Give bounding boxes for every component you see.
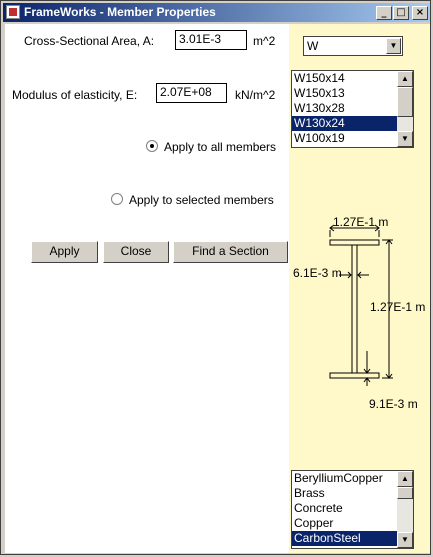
section-list-item[interactable]: W130x24 xyxy=(292,116,413,131)
close-button[interactable]: Close xyxy=(103,241,169,263)
window-title: FrameWorks - Member Properties xyxy=(24,5,216,19)
section-list-scrollbar[interactable]: ▲ ▼ xyxy=(397,71,413,147)
area-label: Cross-Sectional Area, A: xyxy=(24,34,155,48)
scroll-down-icon[interactable]: ▼ xyxy=(397,131,413,147)
content-area: Cross-Sectional Area, A: 3.01E-3 m^2 Mod… xyxy=(5,24,430,553)
section-list-item[interactable]: W130x28 xyxy=(294,101,345,115)
section-type-value: W xyxy=(307,39,319,53)
close-icon[interactable]: × xyxy=(412,6,428,20)
maximize-icon[interactable]: □ xyxy=(393,6,409,20)
apply-selected-label: Apply to selected members xyxy=(129,193,274,207)
material-list-item[interactable]: Brass xyxy=(294,486,325,500)
depth-label: 1.27E-1 m xyxy=(370,300,426,314)
area-field[interactable]: 3.01E-3 xyxy=(175,30,247,50)
modulus-label: Modulus of elasticity, E: xyxy=(12,88,138,102)
app-icon xyxy=(6,5,20,19)
i-beam-diagram xyxy=(329,224,393,386)
find-section-button[interactable]: Find a Section xyxy=(173,241,288,263)
web-thickness-label: 6.1E-3 m xyxy=(293,266,342,280)
material-list-scrollbar[interactable]: ▲ ▼ xyxy=(397,471,413,548)
minimize-icon[interactable]: _ xyxy=(376,6,392,20)
scroll-up-icon[interactable]: ▲ xyxy=(397,71,413,87)
flange-width-label: 1.27E-1 m xyxy=(333,215,389,229)
dropdown-arrow-icon[interactable]: ▼ xyxy=(386,38,401,54)
apply-all-radio[interactable] xyxy=(146,140,158,152)
top-flange xyxy=(329,239,380,246)
section-list-item[interactable]: W100x19 xyxy=(294,131,345,145)
material-list-item[interactable]: Concrete xyxy=(294,501,343,515)
scroll-thumb[interactable] xyxy=(397,487,413,499)
section-list-item[interactable]: W150x13 xyxy=(294,86,345,100)
area-unit: m^2 xyxy=(253,34,276,48)
material-list-item[interactable]: BerylliumCopper xyxy=(294,471,383,485)
scroll-down-icon[interactable]: ▼ xyxy=(397,532,413,548)
apply-selected-radio[interactable] xyxy=(111,193,123,205)
section-list-item[interactable]: W150x14 xyxy=(294,71,345,85)
modulus-unit: kN/m^2 xyxy=(235,88,276,102)
material-list-item[interactable]: Copper xyxy=(294,516,334,530)
apply-all-label: Apply to all members xyxy=(164,140,277,154)
flange-thickness-label: 9.1E-3 m xyxy=(369,397,418,411)
scroll-thumb[interactable] xyxy=(397,87,413,117)
material-list-item[interactable]: CarbonSteel xyxy=(292,531,413,546)
title-bar[interactable]: FrameWorks - Member Properties _ □ × xyxy=(3,3,430,22)
apply-button[interactable]: Apply xyxy=(31,241,98,263)
section-type-select[interactable]: W ▼ xyxy=(303,36,403,56)
modulus-field[interactable]: 2.07E+08 xyxy=(156,83,227,103)
scroll-up-icon[interactable]: ▲ xyxy=(397,471,413,487)
bottom-flange xyxy=(329,372,380,379)
